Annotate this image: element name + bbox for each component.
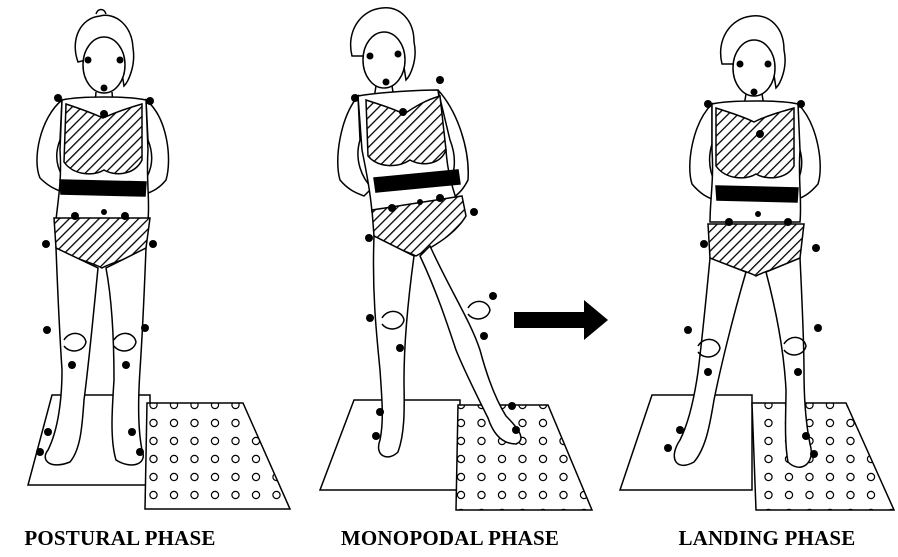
belt [716,186,798,202]
right-leg [106,248,146,465]
dotted-force-platform [145,403,290,509]
direction-arrow [514,300,608,340]
postural-phase-label: POSTURAL PHASE [24,526,215,551]
gait-phase-diagram [0,0,898,520]
head [733,40,775,96]
landing-phase-label: LANDING PHASE [678,526,855,551]
postural-figure [28,10,290,510]
monopodal-figure [320,8,592,510]
belt [60,180,146,196]
monopodal-phase-label: MONOPODAL PHASE [341,526,559,551]
landing-figure [620,16,894,510]
dotted-force-platform [456,405,592,510]
dotted-force-platform [752,403,894,510]
